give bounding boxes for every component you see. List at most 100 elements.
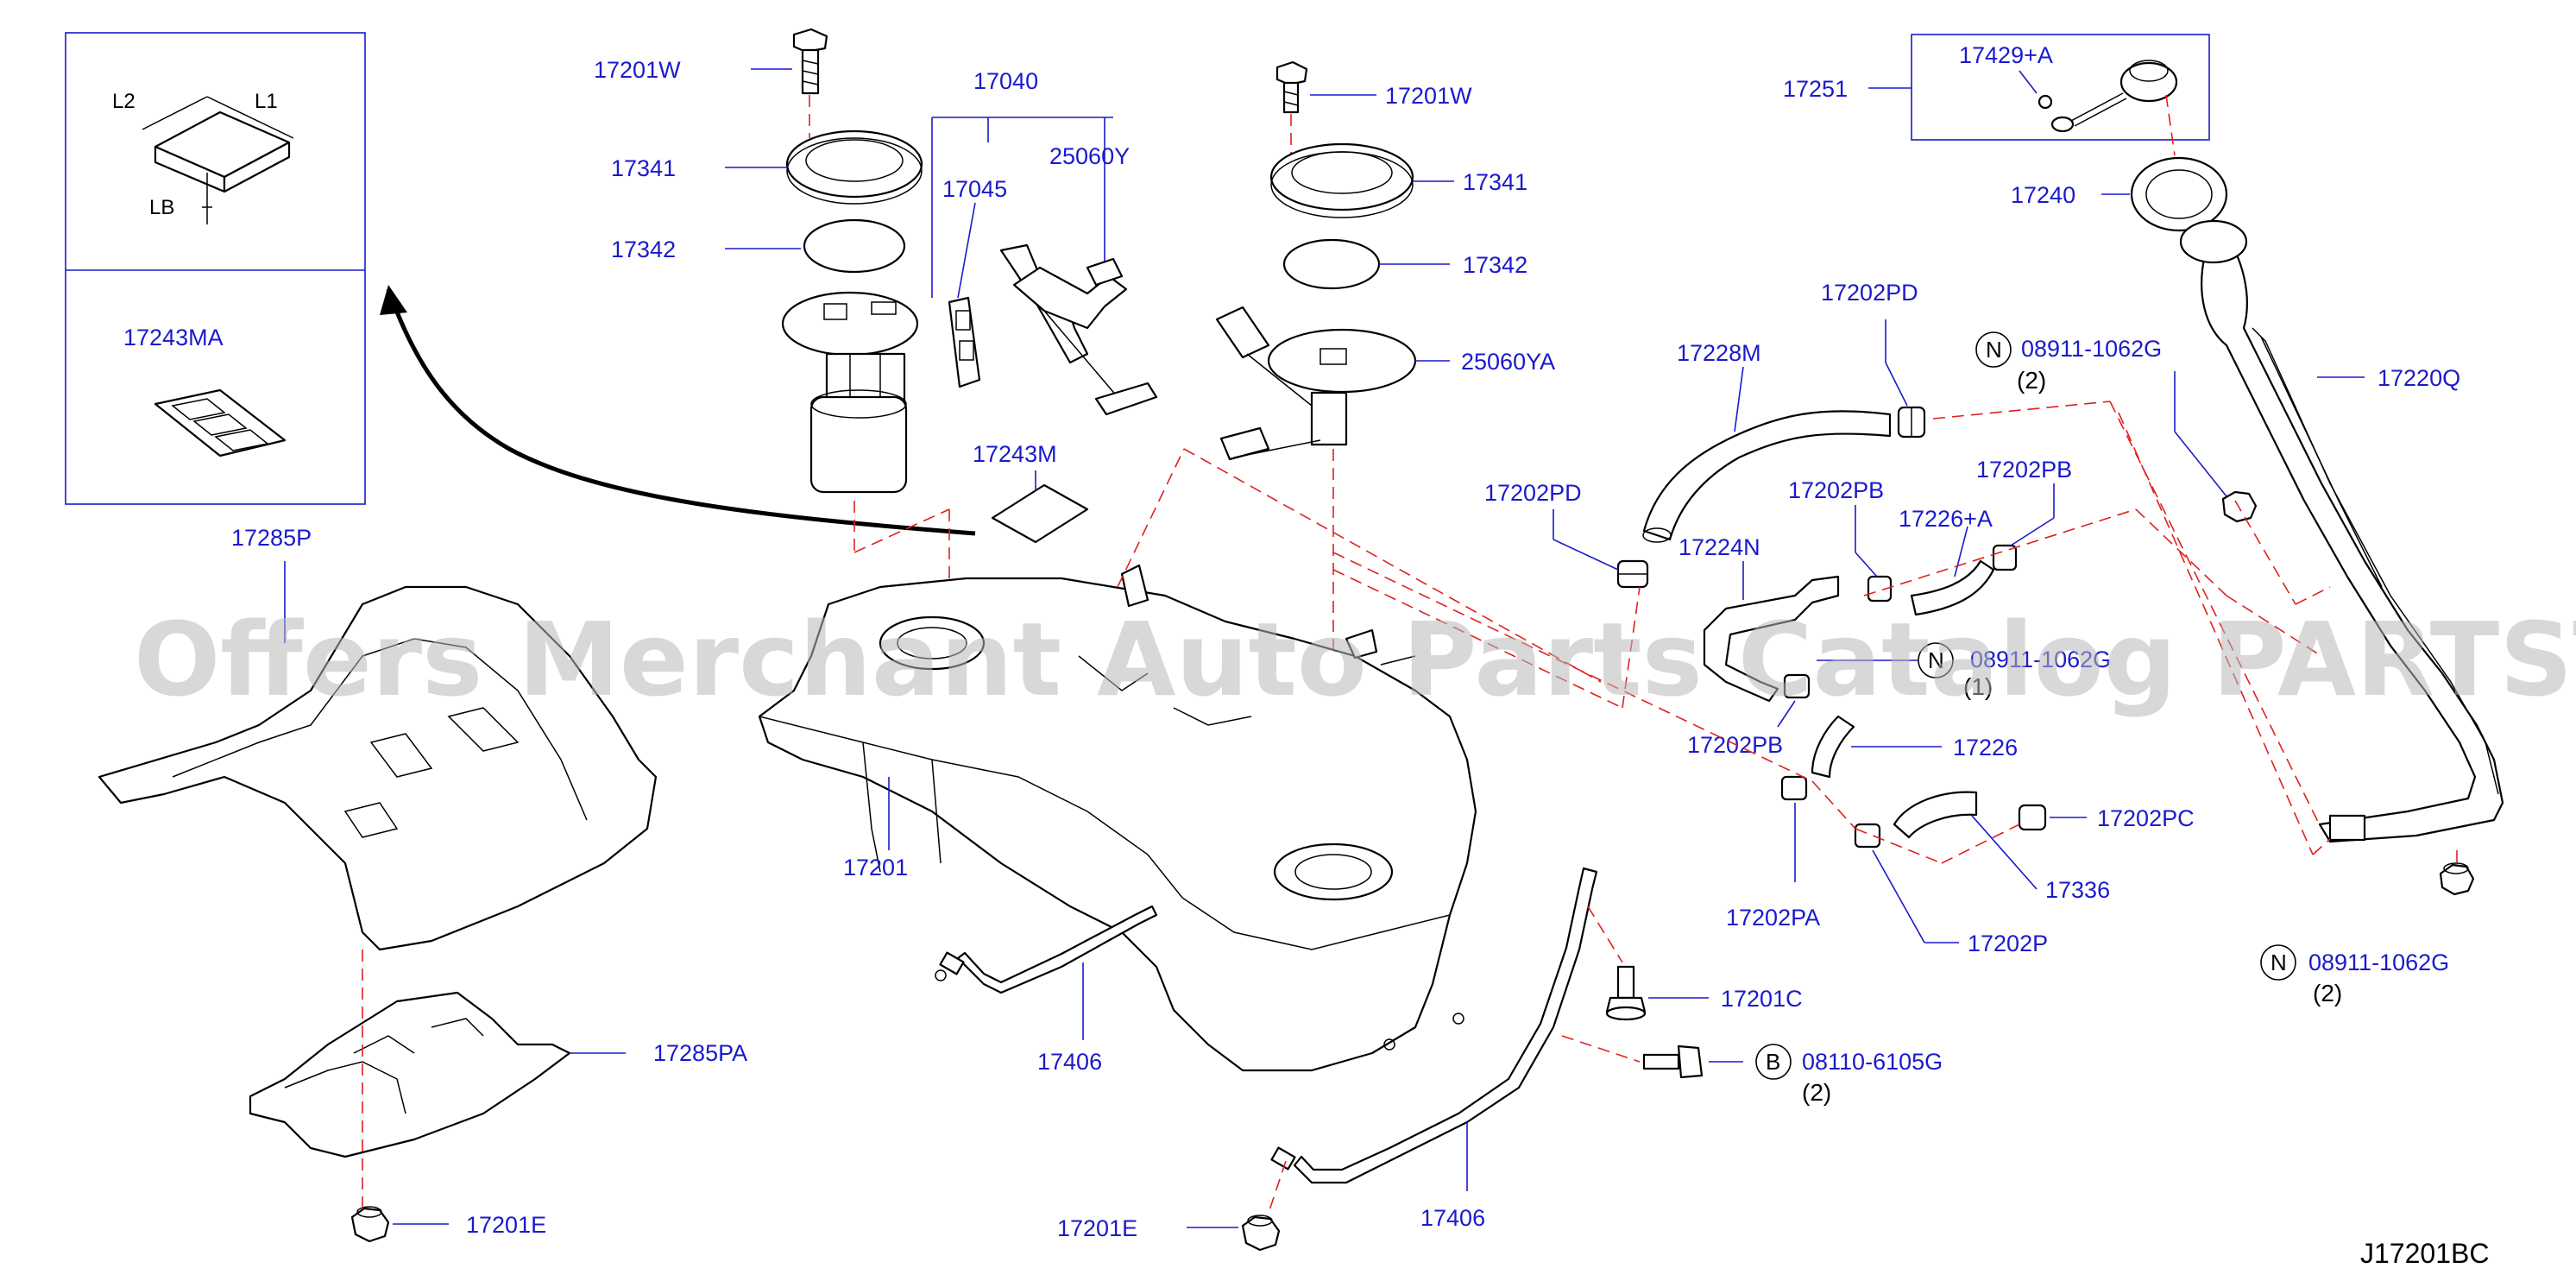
label-17240: 17240 — [2011, 182, 2075, 208]
circle-b-text: B — [1766, 1049, 1780, 1075]
label-17228m: 17228M — [1677, 340, 1761, 366]
label-08911-mid-qty: (1) — [1963, 673, 1993, 700]
label-17220q: 17220Q — [2378, 365, 2460, 391]
label-17201e-left: 17201E — [466, 1212, 546, 1238]
label-17202p: 17202P — [1968, 931, 2048, 956]
part-17406-strap-b — [1270, 867, 1598, 1184]
part-17201-fuel-tank — [758, 564, 1477, 1072]
part-17336-hose — [1893, 791, 1978, 839]
part-17201w-bolt-b — [1275, 60, 1308, 114]
circle-n-text-bottom: N — [2271, 950, 2287, 975]
label-17040: 17040 — [973, 68, 1038, 94]
label-17243m: 17243M — [973, 441, 1057, 467]
part-17285p-heat-shield — [98, 585, 658, 951]
label-17201w-a: 17201W — [594, 57, 681, 83]
label-17243ma: 17243MA — [123, 325, 224, 350]
part-17220q-filler-pipe — [2179, 219, 2504, 843]
dashed-reference-lines — [1117, 401, 2331, 864]
label-17285pa: 17285PA — [653, 1040, 747, 1066]
label-17201e-right: 17201E — [1057, 1215, 1137, 1241]
part-17226a-hose — [1910, 559, 1995, 616]
part-17202p-clamp — [1854, 823, 1881, 849]
part-17201w-bolt-a — [792, 28, 828, 95]
part-17228m-hose — [1642, 410, 1892, 543]
part-17429a-cap — [2037, 60, 2178, 133]
label-17429a: 17429+A — [1959, 42, 2053, 68]
label-17202pc: 17202PC — [2097, 805, 2195, 831]
part-17342-o-ring-b — [1282, 238, 1381, 290]
label-25060ya: 25060YA — [1461, 349, 1555, 375]
label-17341-b: 17341 — [1463, 169, 1527, 195]
b-circle-icon — [1755, 1044, 1792, 1080]
part-17224n-bracket — [1703, 575, 1840, 703]
n-circle-icon-mid — [1918, 642, 1954, 678]
label-08911-bottom: 08911-1062G — [2308, 950, 2449, 975]
part-17201e-nut-right — [1241, 1215, 1281, 1252]
part-08110-bolt — [1642, 1044, 1704, 1079]
dim-l1-text: L1 — [255, 90, 278, 113]
label-17226a: 17226+A — [1899, 506, 1993, 532]
part-17342-o-ring-a — [803, 218, 906, 274]
part-17202pd-clamp-left — [1616, 559, 1649, 589]
label-17202pb-a: 17202PB — [1788, 477, 1884, 503]
label-17224n: 17224N — [1678, 534, 1760, 560]
label-17201c: 17201C — [1721, 986, 1803, 1012]
part-17251-box — [1911, 34, 2210, 141]
part-17201c-bolt — [1605, 965, 1647, 1021]
dim-l2-text: L2 — [112, 90, 135, 113]
circle-n-text-top: N — [1986, 337, 2002, 363]
part-17341-lock-ring-a — [785, 129, 923, 205]
part-25060y-level-sender — [1012, 257, 1158, 416]
label-08911-bottom-qty: (2) — [2313, 980, 2342, 1006]
label-17226: 17226 — [1953, 735, 2018, 760]
part-25060ya-sender-unit — [1215, 306, 1417, 461]
n-circle-icon-bottom — [2260, 944, 2296, 981]
inset-box: L2 L1 LB 17243MA — [65, 32, 366, 505]
label-17045: 17045 — [942, 176, 1007, 202]
label-17202pb-b: 17202PB — [1976, 457, 2072, 483]
part-17202pd-clamp-top — [1897, 406, 1926, 439]
label-17202pa: 17202PA — [1726, 905, 1820, 931]
part-17201e-nut-left — [350, 1206, 390, 1243]
label-08110: 08110-6105G — [1802, 1049, 1943, 1075]
part-17202pc-clamp — [2018, 804, 2047, 831]
label-17341-a: 17341 — [611, 155, 676, 181]
label-17202pd-left: 17202PD — [1484, 480, 1582, 506]
label-17251: 17251 — [1783, 76, 1848, 102]
part-17341-lock-ring-b — [1269, 142, 1414, 218]
part-17406-strap-a — [939, 905, 1158, 994]
arrow-head-icon — [380, 285, 407, 315]
part-17243ma-pad — [154, 388, 287, 458]
label-08110-qty: (2) — [1802, 1079, 1831, 1106]
label-17406-a: 17406 — [1037, 1049, 1102, 1075]
label-17342-b: 17342 — [1463, 252, 1527, 278]
pad-dimension-sketch — [142, 96, 294, 224]
part-17040-fuel-pump-module — [781, 291, 919, 494]
circle-n-text-mid: N — [1928, 647, 1944, 673]
label-17336: 17336 — [2045, 877, 2110, 903]
label-25060y: 25060Y — [1049, 143, 1130, 169]
dim-lb-text: LB — [149, 196, 174, 219]
part-17202pb-clamp-c — [1783, 673, 1811, 699]
reference-arrow — [386, 288, 976, 536]
label-17201w-b: 17201W — [1385, 83, 1472, 109]
label-17406-b: 17406 — [1420, 1205, 1485, 1231]
watermark-text: Offers Merchant Auto Parts Catalog PARTS… — [134, 600, 2576, 719]
part-17285pa-heat-shield — [249, 991, 571, 1158]
part-17202pb-clamp-b — [1992, 544, 2018, 571]
label-08911-top: 08911-1062G — [2021, 336, 2162, 362]
part-17202pb-clamp-a — [1867, 575, 1893, 603]
label-17342-a: 17342 — [611, 237, 676, 262]
part-17243m-pad — [991, 483, 1089, 544]
diagram-code: J17201BC — [2360, 1238, 2489, 1269]
label-17285p: 17285P — [231, 525, 312, 551]
label-17201: 17201 — [843, 855, 908, 880]
part-17240-filler-seal — [2130, 156, 2228, 232]
part-08911-nut-bottom — [2439, 862, 2475, 896]
label-08911-top-qty: (2) — [2017, 367, 2046, 394]
part-17226-hose — [1811, 715, 1855, 779]
part-17202pa-clamp — [1780, 775, 1808, 801]
label-17202pd-top: 17202PD — [1821, 280, 1918, 306]
label-08911-mid: 08911-1062G — [1970, 647, 2111, 672]
n-circle-icon-top — [1975, 331, 2012, 368]
